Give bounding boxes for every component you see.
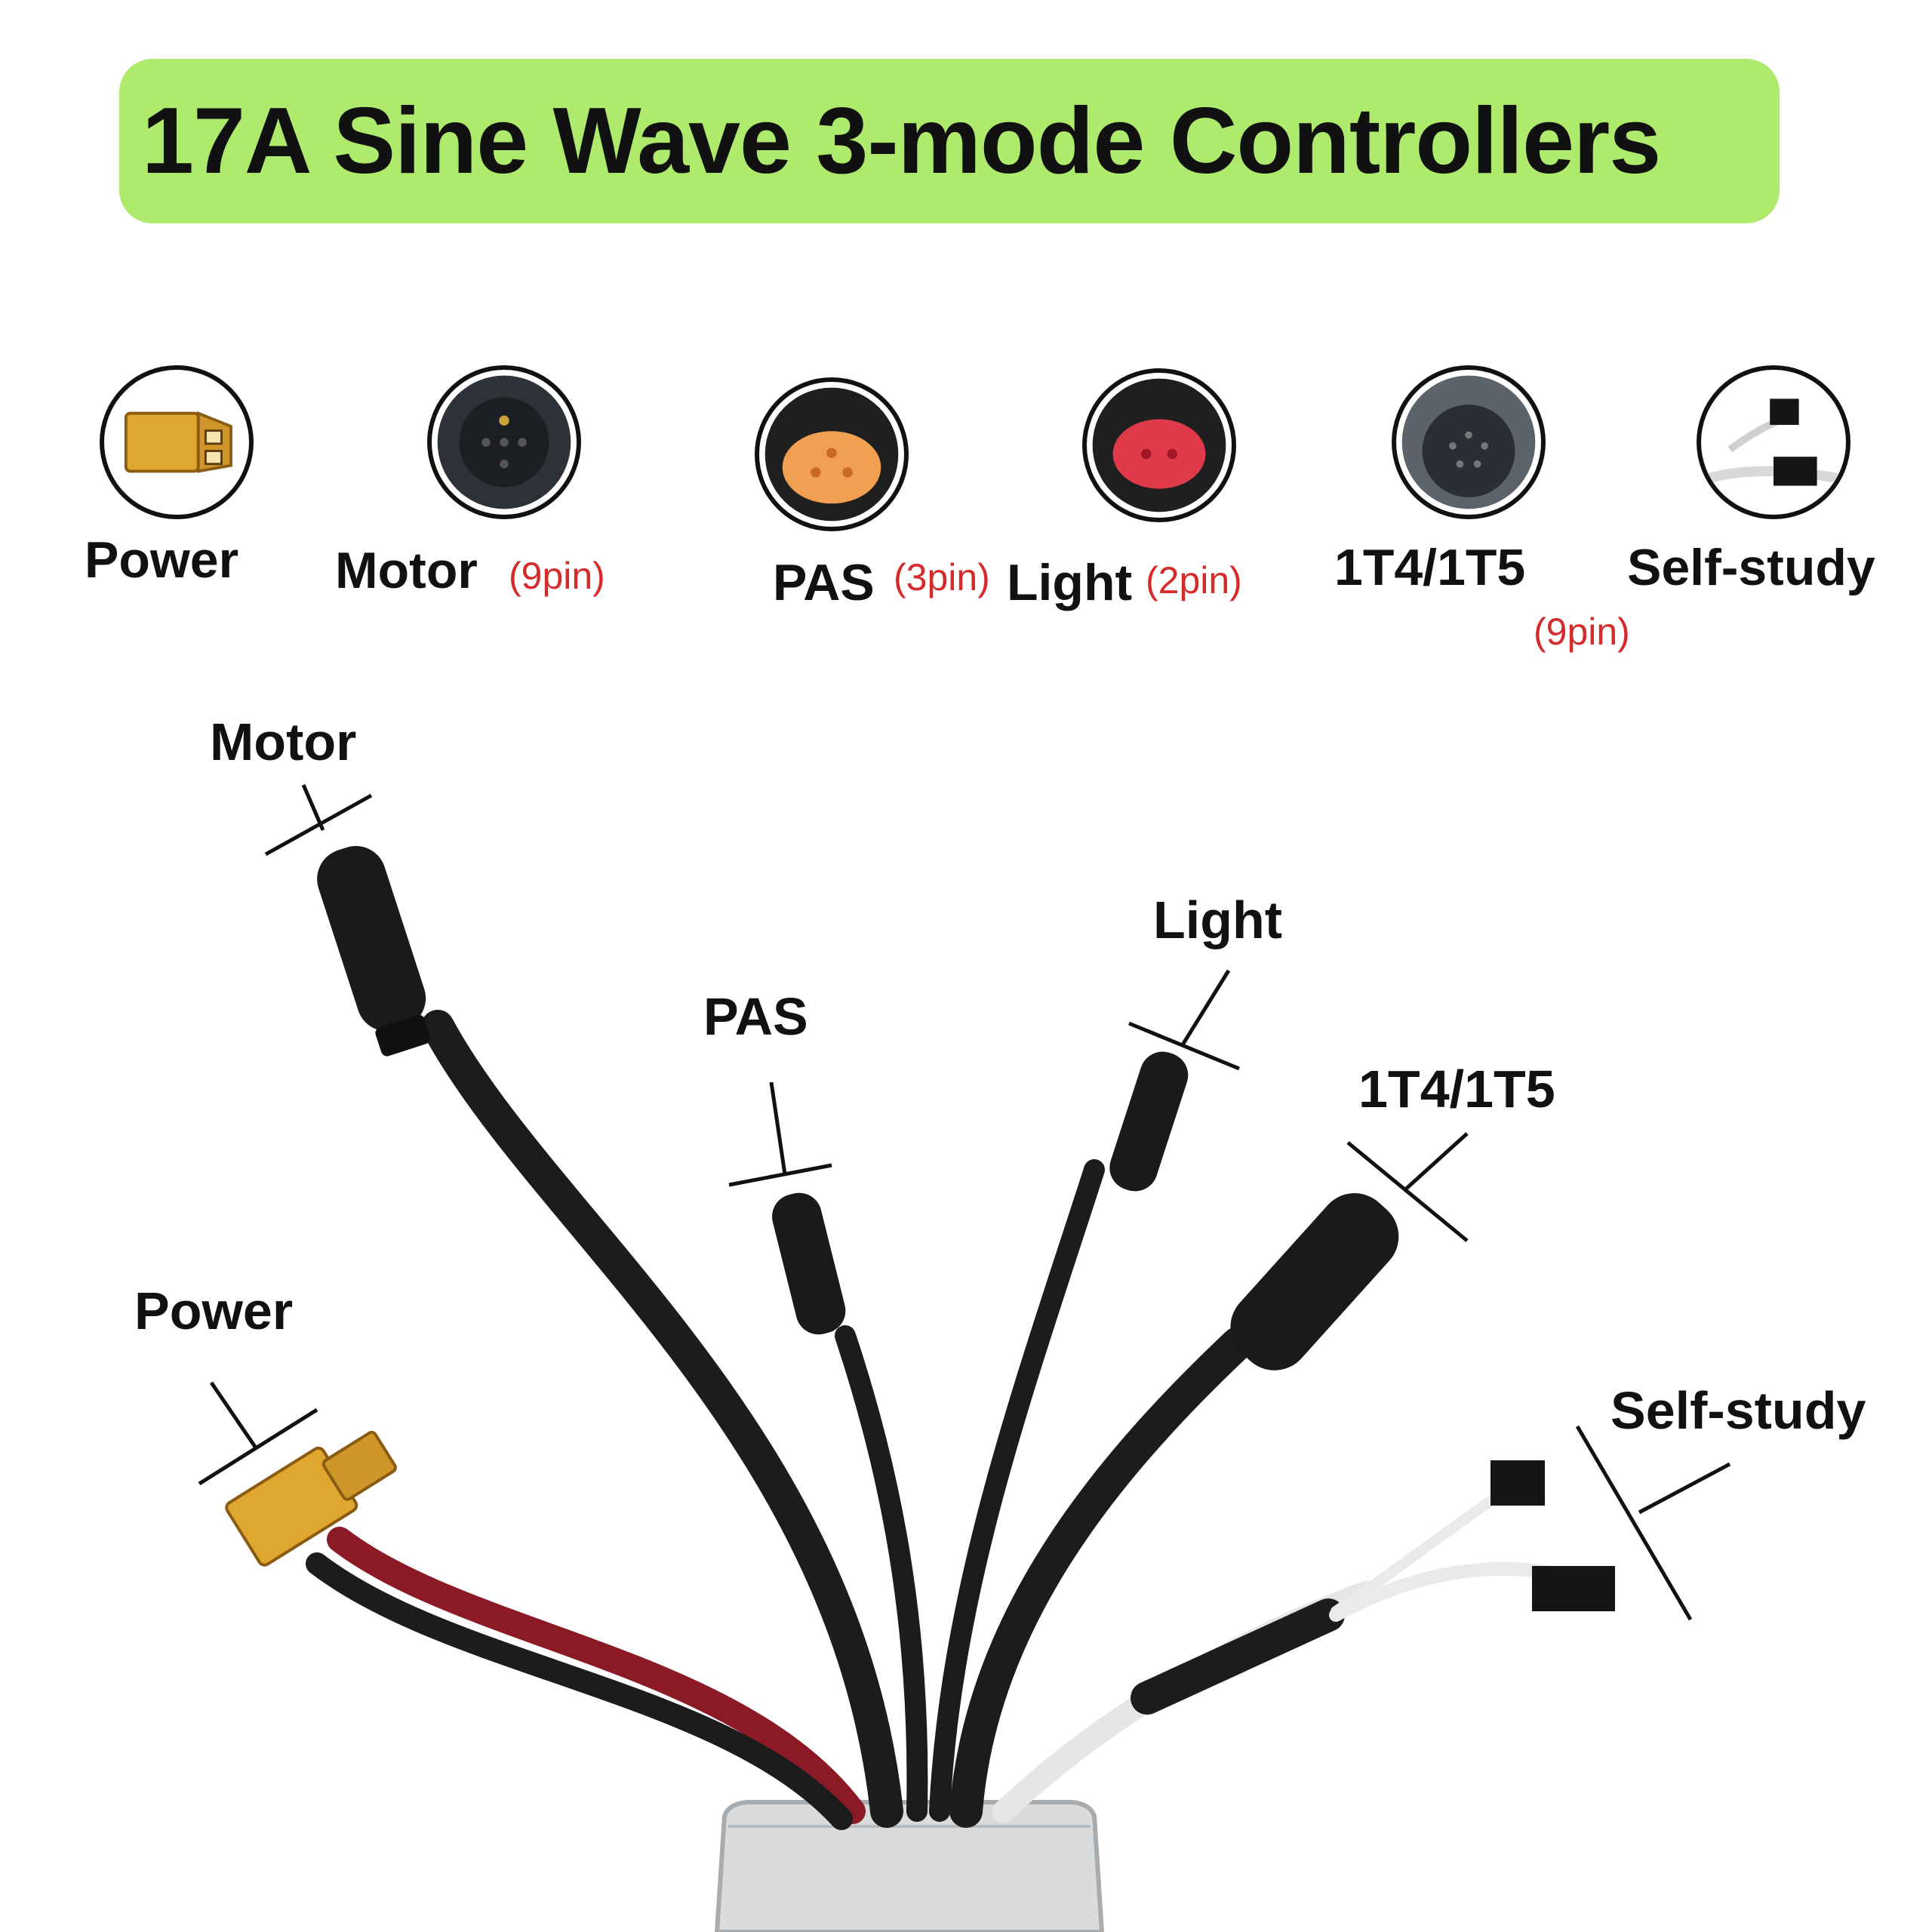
two-pin-clip-connector-icon: [1697, 365, 1850, 519]
connector-label-pas: PAS: [773, 554, 875, 611]
title-banner: 17A Sine Wave 3-mode Controllers: [119, 59, 1780, 223]
self-study-plug-upper: [1491, 1460, 1545, 1506]
display-plug: [1230, 1193, 1399, 1371]
xt60-plug: [225, 1430, 397, 1567]
self-study-plug-lower: [1532, 1566, 1615, 1611]
connector-pins-pas: (3pin): [894, 556, 990, 598]
controller-box: [714, 1800, 1105, 1932]
round-9pin-grey-socket-icon: [1392, 365, 1546, 519]
callout-lines: [198, 784, 1731, 1621]
connector-pins-display: (9pin): [1534, 611, 1630, 653]
callout-motor: Motor: [210, 712, 357, 771]
pas-plug: [772, 1192, 846, 1335]
power-cable: [306, 1527, 866, 1830]
connector-label-motor: Motor: [335, 542, 478, 599]
callout-self-study: Self-study: [1611, 1381, 1866, 1440]
callout-power: Power: [134, 1281, 294, 1340]
callout-pas: PAS: [703, 987, 808, 1046]
display-cable: [949, 1327, 1254, 1828]
xt60-plug-icon: [100, 365, 254, 519]
round-3pin-yellow-socket-icon: [755, 377, 909, 531]
page-title: 17A Sine Wave 3-mode Controllers: [142, 89, 1661, 193]
round-9pin-socket-icon: [427, 365, 581, 519]
connector-pins-light: (2pin): [1146, 559, 1242, 601]
self-study-cable: [992, 1460, 1615, 1823]
light-plug: [1109, 1051, 1189, 1192]
motor-cable: [421, 1010, 903, 1828]
connector-label-self-study: Self-study: [1627, 539, 1875, 596]
motor-plug: [317, 846, 431, 1057]
callout-light: Light: [1153, 891, 1283, 949]
connector-label-power: Power: [85, 531, 239, 589]
light-cable: [929, 1159, 1105, 1822]
connector-label-light: Light: [1007, 554, 1133, 611]
callout-display: 1T4/1T5: [1358, 1060, 1555, 1118]
round-2pin-red-socket-icon: [1082, 368, 1236, 522]
pas-cable: [835, 1325, 928, 1822]
connector-pins-motor: (9pin): [509, 555, 605, 597]
connector-label-display: 1T4/1T5: [1334, 539, 1526, 596]
